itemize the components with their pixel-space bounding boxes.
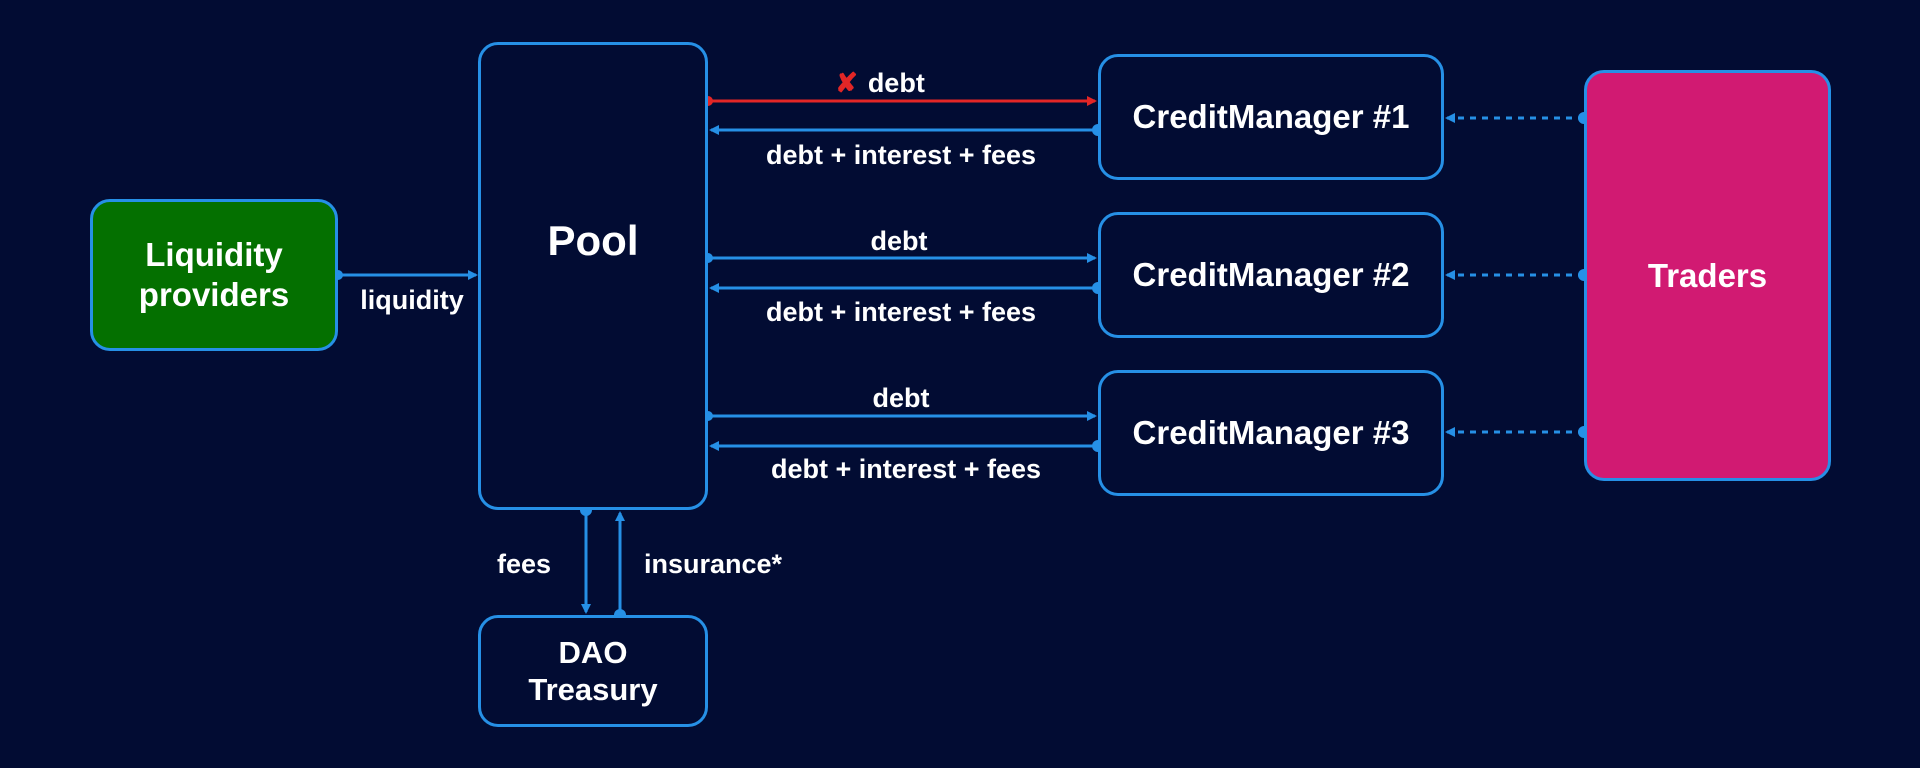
node-credit-manager-3-label: CreditManager #3 <box>1132 414 1410 452</box>
label-cm1-repay: debt + interest + fees <box>765 140 1037 170</box>
node-dao-treasury-line1: DAO <box>558 634 628 670</box>
node-pool: Pool <box>478 42 708 510</box>
node-dao-treasury: DAO Treasury <box>478 615 708 727</box>
edge-cm1-repay <box>709 124 1104 136</box>
label-liquidity: liquidity <box>360 285 464 315</box>
node-credit-manager-1-label: CreditManager #1 <box>1132 98 1410 136</box>
label-cm1-debt-text: debt <box>867 68 925 98</box>
cross-mark-icon: ✘ <box>835 68 858 98</box>
edge-traders-cm3 <box>1445 426 1590 438</box>
node-traders: Traders <box>1584 70 1831 481</box>
edge-traders-cm1 <box>1445 112 1590 124</box>
node-credit-manager-2: CreditManager #2 <box>1098 212 1444 338</box>
node-credit-manager-2-label: CreditManager #2 <box>1132 256 1410 294</box>
edge-liquidity <box>333 270 478 280</box>
label-cm2-repay: debt + interest + fees <box>765 297 1037 327</box>
edge-cm2-repay <box>709 282 1104 294</box>
label-fees: fees <box>497 549 552 579</box>
node-liquidity-providers: Liquidity providers <box>90 199 338 351</box>
node-liquidity-providers-line1: Liquidity <box>145 236 283 274</box>
label-cm3-repay: debt + interest + fees <box>770 454 1042 484</box>
node-credit-manager-3: CreditManager #3 <box>1098 370 1444 496</box>
node-pool-label: Pool <box>547 216 639 264</box>
edge-insurance <box>614 511 626 621</box>
label-insurance: insurance* <box>644 549 783 579</box>
label-cm1-debt: ✘ debt <box>835 68 925 99</box>
node-liquidity-providers-line2: providers <box>138 276 290 313</box>
edge-fees <box>580 504 592 614</box>
node-credit-manager-1: CreditManager #1 <box>1098 54 1444 180</box>
label-cm2-debt: debt <box>870 226 928 256</box>
edge-cm3-repay <box>709 440 1104 452</box>
label-cm3-debt: debt <box>872 383 930 413</box>
node-dao-treasury-line2: Treasury <box>528 672 658 707</box>
node-traders-label: Traders <box>1647 256 1768 294</box>
edge-traders-cm2 <box>1445 269 1590 281</box>
